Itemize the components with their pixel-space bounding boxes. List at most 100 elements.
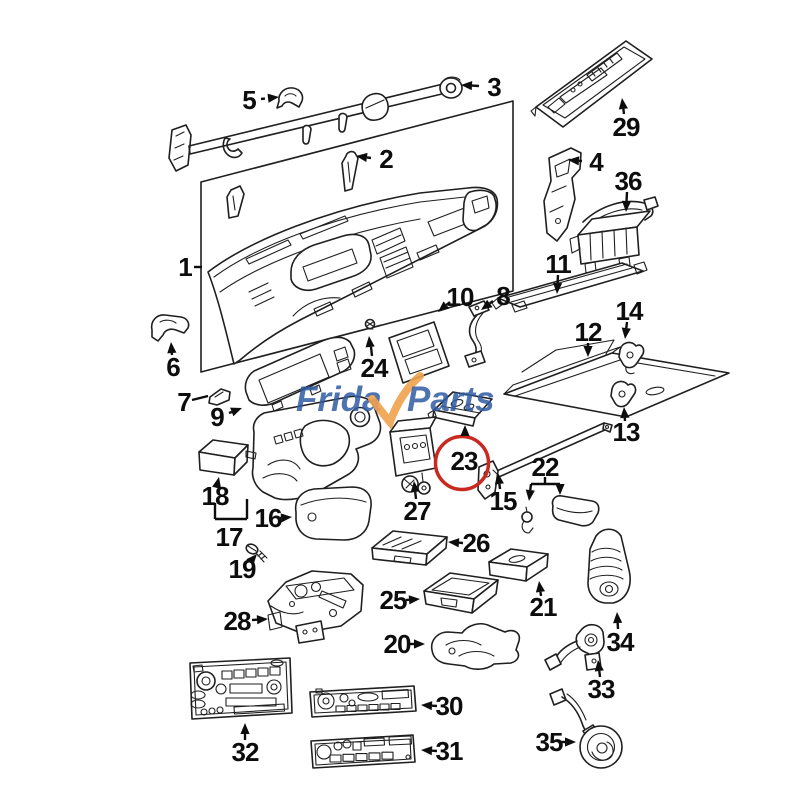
watermark-text-suffix: Parts xyxy=(407,380,495,419)
ecu-36 xyxy=(569,196,659,274)
callout-20: 20 xyxy=(384,629,425,659)
part-number-31: 31 xyxy=(436,736,463,766)
part-number-2: 2 xyxy=(379,144,393,174)
screw-19 xyxy=(245,543,268,563)
callout-1: 1 xyxy=(178,252,202,282)
sill-trim-11 xyxy=(491,261,648,313)
callout-28: 28 xyxy=(224,606,268,636)
part-number-21: 21 xyxy=(530,592,557,622)
callout-33: 33 xyxy=(588,660,616,704)
checkmark-icon xyxy=(368,372,424,430)
part-number-23: 23 xyxy=(451,446,478,476)
callout-36: 36 xyxy=(615,166,643,212)
callout-16: 16 xyxy=(255,503,292,533)
speaker-35 xyxy=(549,688,623,769)
ashtray-25 xyxy=(423,572,499,614)
cluster-frame-10 xyxy=(388,321,450,384)
callout-4: 4 xyxy=(568,147,605,177)
part-number-10: 10 xyxy=(447,282,474,312)
callout-19: 19 xyxy=(229,554,257,584)
callout-10: 10 xyxy=(438,282,475,312)
part-number-16: 16 xyxy=(255,503,282,533)
callout-15: 15 xyxy=(490,473,518,516)
part-number-35: 35 xyxy=(536,727,563,757)
bracket-8 xyxy=(464,300,490,368)
part-number-33: 33 xyxy=(588,674,615,704)
speaker-grille-34 xyxy=(587,528,631,604)
callout-12: 12 xyxy=(575,317,603,357)
callout-7: 7 xyxy=(177,387,209,417)
part-number-19: 19 xyxy=(229,554,256,584)
callout-14: 14 xyxy=(616,296,645,339)
clip-13 xyxy=(610,380,637,408)
callout-18: 18 xyxy=(202,477,230,511)
callout-25: 25 xyxy=(380,585,420,615)
radio-31 xyxy=(310,734,416,769)
duct-20 xyxy=(430,623,521,670)
part-number-15: 15 xyxy=(490,486,517,516)
instrument-panel-1 xyxy=(207,186,499,365)
part-number-5: 5 xyxy=(242,85,256,115)
callout-21: 21 xyxy=(530,581,558,622)
part-number-11: 11 xyxy=(545,249,571,279)
part-number-13: 13 xyxy=(613,417,640,447)
tray-26 xyxy=(371,530,448,566)
part-number-6: 6 xyxy=(166,352,180,382)
callout-32: 32 xyxy=(232,723,260,767)
column-cover-16 xyxy=(294,486,372,541)
callout-23: 23 xyxy=(451,425,479,476)
switch-pod-27 xyxy=(389,416,437,495)
pillar-trim-4 xyxy=(543,147,582,242)
clip-5 xyxy=(276,87,304,109)
callout-35: 35 xyxy=(536,727,576,757)
callout-31: 31 xyxy=(421,736,464,766)
part-number-34: 34 xyxy=(607,627,635,657)
callout-24: 24 xyxy=(361,336,390,383)
hvac-faceplate-29 xyxy=(530,40,653,128)
part-number-14: 14 xyxy=(616,296,644,326)
callout-3: 3 xyxy=(461,72,502,102)
watermark-text-prefix: Frida xyxy=(296,380,382,419)
heater-control-28 xyxy=(267,570,364,644)
rod-15 xyxy=(477,422,613,500)
callout-22: 22 xyxy=(525,452,565,501)
callout-17: 17 xyxy=(213,499,249,552)
callout-11: 11 xyxy=(545,249,572,294)
part-number-29: 29 xyxy=(613,112,640,142)
callout-9: 9 xyxy=(210,402,242,432)
lower-cluster-trim xyxy=(251,395,382,501)
clip-22 xyxy=(521,506,534,534)
part-number-36: 36 xyxy=(615,166,642,196)
clip-7 xyxy=(208,388,231,406)
part-number-27: 27 xyxy=(404,496,431,526)
callout-30: 30 xyxy=(421,691,464,721)
part-number-20: 20 xyxy=(384,629,411,659)
hook-6 xyxy=(150,314,190,342)
part-number-24: 24 xyxy=(361,353,389,383)
callout-13: 13 xyxy=(613,407,641,447)
highlight-circle xyxy=(433,434,491,492)
callout-5: 5 xyxy=(242,85,279,115)
part-number-32: 32 xyxy=(232,737,259,767)
radio-32 xyxy=(189,657,293,720)
part-number-12: 12 xyxy=(575,317,602,347)
part-number-25: 25 xyxy=(380,585,407,615)
reinforcement-bar xyxy=(168,76,463,192)
tweeter-33 xyxy=(544,623,605,671)
callout-26: 26 xyxy=(448,528,491,558)
cluster-bezel-9 xyxy=(244,336,356,412)
part-number-4: 4 xyxy=(589,147,604,177)
part-number-3: 3 xyxy=(487,72,501,102)
panel-outline-box xyxy=(200,100,514,373)
lens-22 xyxy=(551,495,600,527)
part-number-8: 8 xyxy=(496,281,510,311)
bracket-23 xyxy=(427,391,493,427)
callout-6: 6 xyxy=(166,342,181,382)
part-number-28: 28 xyxy=(224,606,251,636)
callout-34: 34 xyxy=(607,612,636,657)
clip-14 xyxy=(618,341,645,375)
pocket-18 xyxy=(198,439,257,476)
